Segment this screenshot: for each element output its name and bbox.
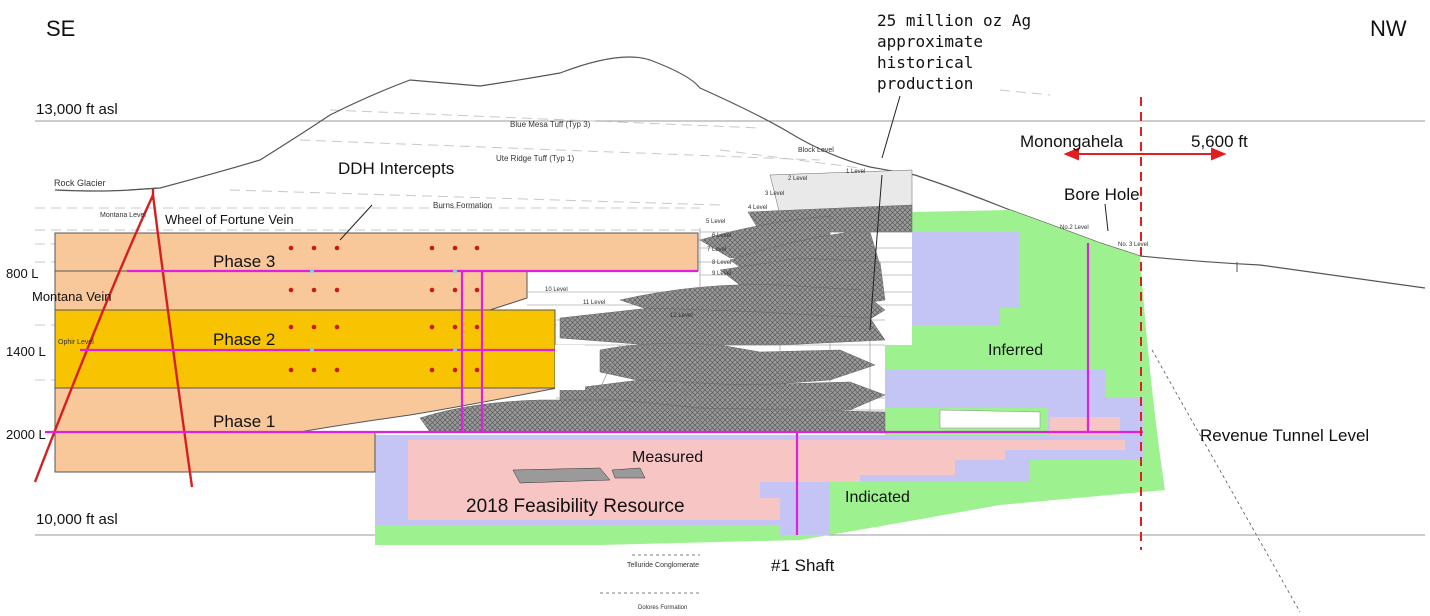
direction-se: SE	[46, 16, 76, 41]
level-1400-label: 1400 L	[6, 344, 46, 359]
feasibility-resource-label: 2018 Feasibility Resource	[466, 496, 685, 517]
pierce-points	[310, 269, 457, 352]
blue-mesa-tuff-label: Blue Mesa Tuff (Typ 3)	[510, 120, 591, 129]
level-800-label: 800 L	[6, 266, 39, 281]
level-2000-label: 2000 L	[6, 427, 46, 442]
indicated-label: Indicated	[845, 489, 910, 506]
topographic-surface	[54, 56, 1426, 289]
phase-2-label: Phase 2	[213, 330, 276, 349]
phase-3-label: Phase 3	[213, 252, 276, 271]
block-level-label: Block Level	[798, 147, 834, 154]
direction-nw: NW	[1370, 16, 1407, 41]
ddh-intercept-dots	[288, 245, 480, 373]
measured-zones	[408, 417, 1125, 520]
no3-level-label: No. 3 Level	[1118, 242, 1149, 248]
phase-1-label: Phase 1	[213, 412, 276, 431]
trend-lines	[600, 349, 1301, 613]
level-4-label: 4 Level	[748, 205, 768, 211]
distance-label: 5,600 ft	[1191, 132, 1248, 151]
historical-workings	[419, 169, 1041, 484]
level-11-label: 11 Level	[583, 300, 606, 306]
burns-formation-label: Burns Formation	[433, 201, 493, 210]
elevation-bottom-label: 10,000 ft asl	[36, 511, 118, 528]
level-9-label: 9 Level	[712, 271, 732, 277]
level-3-label: 3 Level	[765, 191, 785, 197]
working-window	[555, 345, 585, 390]
historical-production-label: 25 million oz Ag approximate historical …	[877, 11, 1032, 93]
level-2-label: 2 Level	[788, 176, 808, 182]
measured-label: Measured	[632, 449, 704, 466]
ute-ridge-tuff-label: Ute Ridge Tuff (Typ 1)	[496, 154, 575, 163]
ophir-level-label: Ophir Level	[58, 339, 94, 346]
inferred-label: Inferred	[988, 342, 1044, 359]
rock-glacier-label: Rock Glacier	[54, 178, 106, 188]
level-6-label: 6 Level	[712, 233, 732, 239]
ddh-intercepts-label: DDH Intercepts	[338, 159, 455, 178]
montana-vein-label: Montana Vein	[32, 289, 112, 304]
dolores-formation-label: Dolores Formation	[638, 605, 688, 611]
level-5-label: 5 Level	[706, 219, 726, 225]
revenue-tunnel-label: Revenue Tunnel Level	[1200, 426, 1370, 445]
telluride-conglomerate-label: Telluride Conglomerate	[627, 562, 699, 569]
leader-lines	[339, 95, 1109, 331]
level-lines	[45, 243, 1143, 535]
level-10-label: 10 Level	[545, 287, 568, 293]
wheel-of-fortune-label: Wheel of Fortune Vein	[165, 212, 294, 227]
level-12-label: 12 Level	[670, 313, 693, 319]
level-7-label: 7 Level	[707, 247, 727, 253]
monongahela-label: Monongahela	[1020, 132, 1124, 151]
distance-arrow	[1063, 147, 1227, 161]
bore-hole-label: Bore Hole	[1064, 185, 1140, 204]
no2-level-label: No.2 Level	[1060, 225, 1089, 231]
vein-traces	[33, 188, 194, 488]
surface-features	[127, 187, 1238, 272]
shaft-label: #1 Shaft	[771, 556, 835, 575]
elevation-top-label: 13,000 ft asl	[36, 101, 118, 118]
level-1-label: 1 Level	[846, 169, 866, 175]
level-8-label: 8 Level	[712, 260, 732, 266]
montana-level-label: Montana Level	[100, 212, 146, 219]
